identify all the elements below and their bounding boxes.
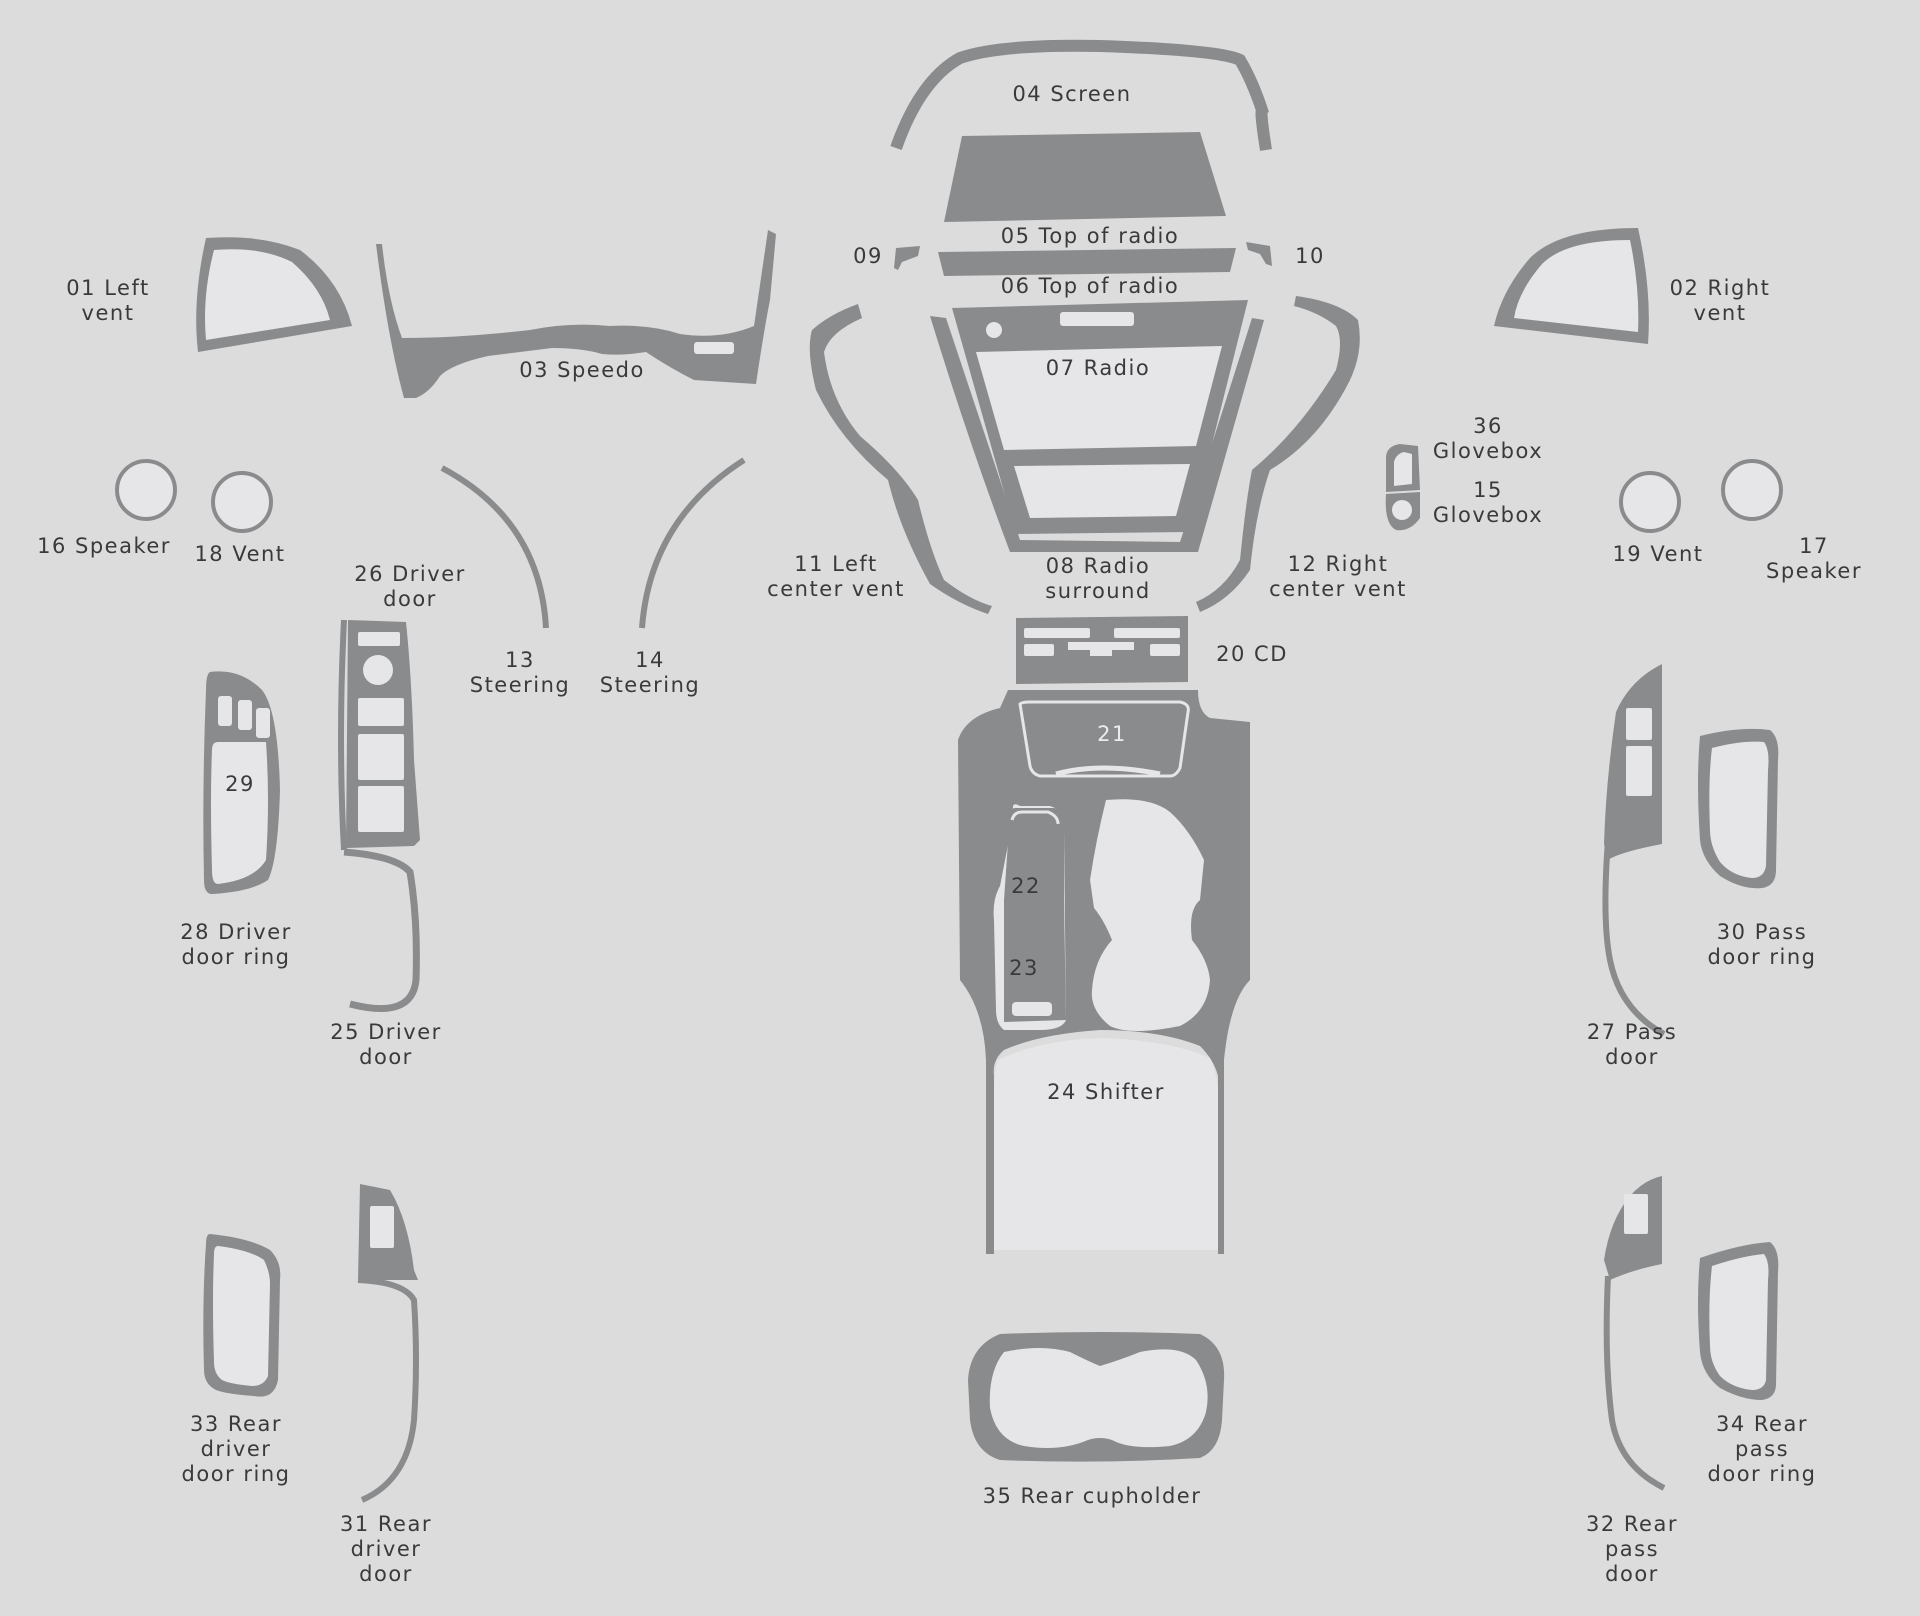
part-19-vent: [1619, 471, 1681, 533]
label-35: 35 Rear cupholder: [982, 1484, 1202, 1508]
label-11: 11 Left center vent: [767, 552, 905, 601]
part-20-cd: [1016, 616, 1188, 684]
part-21: [1012, 696, 1196, 782]
label-09: 09: [853, 244, 883, 268]
part-01-left-vent: [196, 237, 352, 352]
label-34: 34 Rear pass door ring: [1707, 1412, 1817, 1486]
label-03: 03 Speedo: [519, 358, 645, 382]
label-28: 28 Driver door ring: [180, 920, 292, 969]
part-25-driver-door-edge: [338, 619, 347, 851]
label-31: 31 Rear driver door: [340, 1512, 432, 1586]
label-22: 22: [1011, 874, 1041, 898]
label-32: 32 Rear pass door: [1586, 1512, 1678, 1586]
part-23: [1004, 900, 1066, 1022]
label-04: 04 Screen: [1012, 82, 1132, 106]
part-12-right-center-vent: [1196, 296, 1360, 612]
part-26-driver-door: [346, 620, 420, 848]
label-08: 08 Radio surround: [1045, 554, 1151, 603]
part-31-rear-driver-door: [357, 1184, 419, 1503]
label-18: 18 Vent: [194, 542, 286, 566]
label-01: 01 Left vent: [66, 276, 150, 325]
label-14: 14 Steering: [599, 648, 701, 697]
label-24: 24 Shifter: [1047, 1080, 1165, 1104]
label-27: 27 Pass door: [1586, 1020, 1678, 1069]
part-29: [218, 696, 270, 738]
part-06-top-of-radio: [938, 248, 1236, 276]
part-11-left-center-vent: [809, 304, 992, 614]
part-36-glovebox: [1386, 444, 1420, 492]
label-17: 17 Speaker: [1766, 534, 1862, 583]
label-13: 13 Steering: [469, 648, 571, 697]
part-18-vent: [211, 471, 273, 533]
part-32-rear-pass-door: [1603, 1176, 1666, 1491]
part-35-rear-cupholder: [968, 1332, 1225, 1462]
part-30-pass-door-ring: [1698, 728, 1779, 889]
label-12: 12 Right center vent: [1269, 552, 1407, 601]
label-15: 15 Glovebox: [1432, 478, 1544, 527]
label-36: 36 Glovebox: [1432, 414, 1544, 463]
part-03-speedo: [376, 230, 776, 398]
part-02-right-vent: [1494, 228, 1649, 344]
label-19: 19 Vent: [1612, 542, 1704, 566]
label-26: 26 Driver door: [354, 562, 466, 611]
part-07-radio: [952, 300, 1248, 534]
label-21: 21: [1097, 722, 1127, 746]
label-06: 06 Top of radio: [1000, 274, 1180, 298]
part-34-rear-pass-door-ring: [1698, 1242, 1779, 1400]
label-25: 25 Driver door: [330, 1020, 442, 1069]
label-05: 05 Top of radio: [1000, 224, 1180, 248]
part-15-glovebox: [1385, 492, 1420, 531]
part-09: [894, 246, 920, 270]
part-04-screen: [890, 39, 1272, 151]
part-22: [1004, 808, 1064, 900]
part-13-steering: [440, 465, 549, 629]
part-17-speaker: [1721, 459, 1783, 521]
part-05-top-of-radio: [944, 132, 1226, 222]
part-25-driver-door-arc: [343, 848, 420, 1013]
label-20: 20 CD: [1216, 642, 1288, 666]
label-07: 07 Radio: [1045, 356, 1151, 380]
part-25-driver-door: [342, 620, 422, 1016]
label-16: 16 Speaker: [37, 534, 171, 558]
label-23: 23: [1009, 956, 1039, 980]
part-14-steering: [639, 457, 746, 629]
label-30: 30 Pass door ring: [1707, 920, 1817, 969]
part-10: [1246, 242, 1272, 266]
label-29: 29: [225, 772, 255, 796]
label-02: 02 Right vent: [1669, 276, 1771, 325]
label-33: 33 Rear driver door ring: [181, 1412, 291, 1486]
part-33-rear-driver-door-ring: [203, 1234, 281, 1397]
part-27-pass-door: [1602, 664, 1666, 1037]
label-10: 10: [1295, 244, 1325, 268]
part-16-speaker: [115, 459, 177, 521]
